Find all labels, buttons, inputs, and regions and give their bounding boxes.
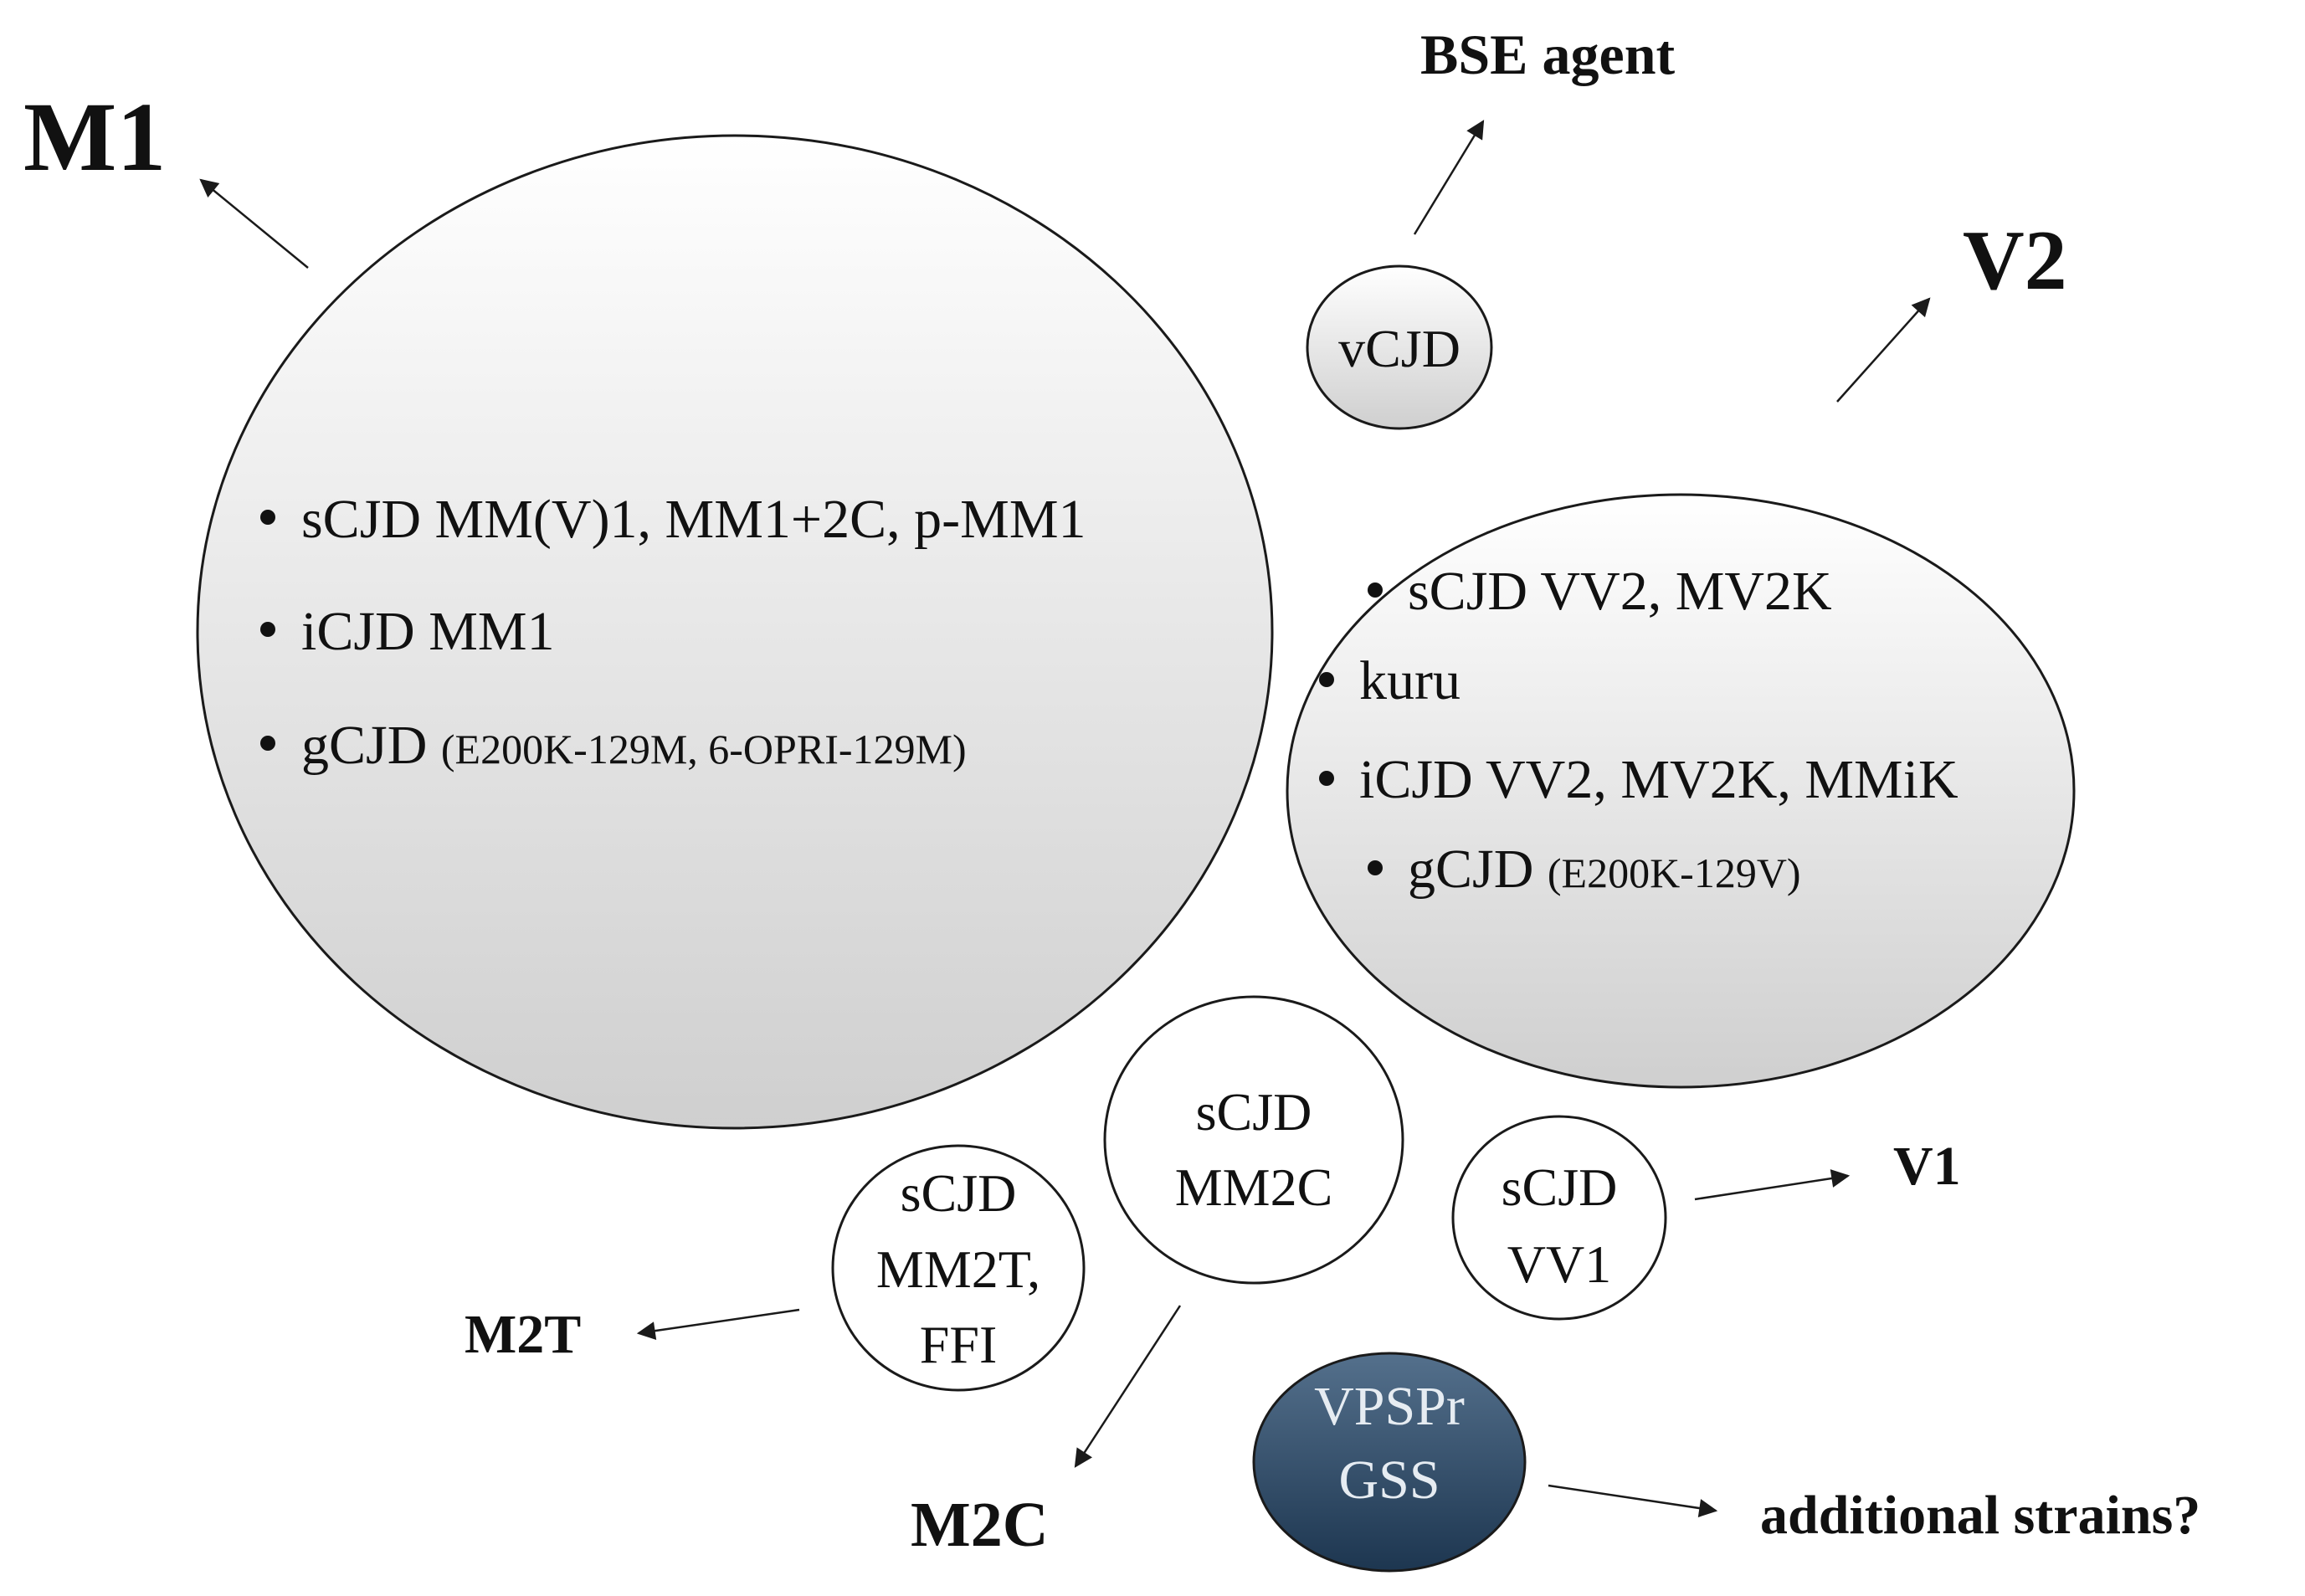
label-m2c: M2C: [911, 1490, 1049, 1560]
v2-item-list: sCJD VV2, MV2K kuru iCJD VV2, MV2K, MMiK…: [1319, 561, 1958, 900]
v2-item-1: sCJD VV2, MV2K: [1408, 561, 1832, 622]
bullet-dot: [1368, 860, 1383, 875]
arrow-to-m2t: [636, 1308, 800, 1341]
vv1-line-1: sCJD: [1502, 1157, 1618, 1217]
sCJD-vv1-circle: [1451, 1115, 1667, 1321]
vpspr-gss-circle: [1252, 1352, 1527, 1573]
vpspr-line-2: GSS: [1338, 1450, 1440, 1511]
m1-strain-circle: [196, 134, 1274, 1130]
v2-item-4: gCJD (E200K-129V): [1408, 839, 1801, 900]
label-bse-agent: BSE agent: [1420, 23, 1676, 86]
vpspr-line-1: VPSPr: [1314, 1376, 1465, 1437]
mm2t-line-3: FFI: [920, 1315, 998, 1374]
mm2c-line-1: sCJD: [1196, 1082, 1312, 1142]
mm2t-line-1: sCJD: [901, 1163, 1017, 1223]
vv1-line-2: VV1: [1507, 1234, 1611, 1294]
sCJD-mm2t-circle: [831, 1144, 1086, 1392]
arrow-to-v1: [1694, 1169, 1851, 1201]
v2-item-2: kuru: [1359, 650, 1461, 711]
sCJD-mm2c-circle: [1103, 995, 1404, 1285]
m1-item-list: sCJD MM(V)1, MM1+2C, p-MM1 iCJD MM1 gCJD…: [260, 489, 1086, 776]
arrow-to-m2c: [1074, 1305, 1182, 1468]
m1-item-1: sCJD MM(V)1, MM1+2C, p-MM1: [301, 489, 1086, 550]
mm2c-line-2: MM2C: [1175, 1157, 1333, 1217]
vcjd-circle: [1306, 264, 1493, 430]
arrow-to-m1: [199, 178, 309, 269]
bullet-dot: [1319, 672, 1334, 687]
vcjd-label: vCJD: [1338, 319, 1461, 378]
bullet-dot: [260, 736, 275, 751]
bullet-dot: [260, 510, 275, 525]
bullet-dot: [1319, 771, 1334, 786]
m1-item-2: iCJD MM1: [301, 601, 555, 662]
mm2t-line-2: MM2T,: [876, 1239, 1040, 1299]
label-m2t: M2T: [465, 1304, 581, 1365]
label-v2: V2: [1963, 213, 2067, 308]
bullet-dot: [260, 622, 275, 637]
arrow-to-additional-strains: [1548, 1484, 1718, 1517]
v2-strain-circle: [1286, 493, 2076, 1089]
v2-item-3: iCJD VV2, MV2K, MMiK: [1359, 749, 1958, 810]
arrow-to-v2: [1836, 297, 1931, 403]
label-v1: V1: [1893, 1136, 1961, 1197]
arrow-to-bse-agent: [1413, 120, 1485, 235]
bullet-dot: [1368, 582, 1383, 598]
label-m1: M1: [23, 82, 166, 192]
label-additional-strains: additional strains?: [1760, 1485, 2200, 1546]
m1-item-3: gCJD (E200K-129M, 6-OPRI-129M): [301, 715, 967, 776]
